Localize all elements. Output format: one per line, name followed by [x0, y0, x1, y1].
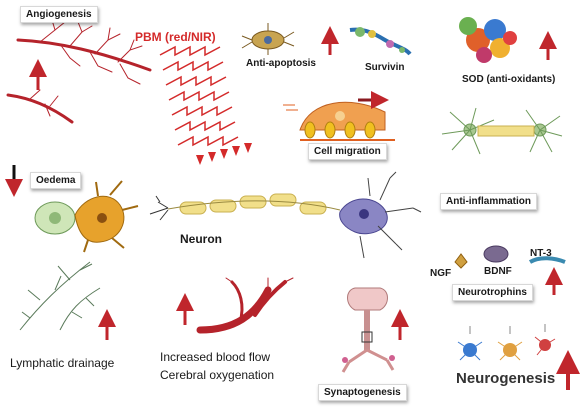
- synaptogenesis-label: Synaptogenesis: [318, 384, 407, 401]
- neuron-illustration: [149, 171, 422, 259]
- ngf-molecule-illustration: [454, 253, 468, 269]
- survivin-protein-illustration: [349, 27, 412, 56]
- bdnf-molecule-illustration: [483, 245, 509, 263]
- angiogenesis-label: Angiogenesis: [20, 6, 98, 23]
- neurogenesis-label: Neurogenesis: [456, 370, 556, 387]
- cell-migration-illustration: [283, 101, 395, 141]
- sod-label: SOD (anti-oxidants): [462, 74, 556, 85]
- anti-inflammation-label: Anti-inflammation: [440, 193, 537, 210]
- lymphatic-vessels-illustration: [19, 261, 101, 331]
- cell-migration-label: Cell migration: [308, 143, 387, 160]
- anti-inflammation-microglia-illustration: [441, 107, 563, 155]
- anti-apoptosis-cell-illustration: [241, 23, 295, 55]
- oedema-cells-illustration: [34, 180, 139, 253]
- pbm-beam-arrowheads: [196, 143, 252, 165]
- ngf-label: NGF: [430, 268, 452, 279]
- neurogenesis-cells-illustration: [457, 324, 556, 361]
- synaptogenesis-illustration: [341, 287, 395, 373]
- lymphatic-drainage-label: Lymphatic drainage: [10, 356, 115, 370]
- nt3-molecule-illustration: [528, 256, 566, 264]
- pbm-light-beam-illustration: [159, 45, 239, 147]
- neurotrophins-label: Neurotrophins: [452, 284, 533, 301]
- oxygenation-label: Cerebral oxygenation: [160, 368, 275, 382]
- blood-flow-vessel-illustration: [196, 277, 294, 334]
- bdnf-label: BDNF: [484, 266, 512, 277]
- blood-flow-label: Increased blood flow: [160, 350, 271, 364]
- angiogenesis-vessels-illustration: [6, 19, 152, 124]
- sod-molecule-illustration: [459, 17, 517, 63]
- neuron-label: Neuron: [180, 232, 222, 246]
- survivin-label: Survivin: [365, 62, 405, 73]
- oedema-label: Oedema: [30, 172, 82, 189]
- anti-apoptosis-label: Anti-apoptosis: [246, 58, 316, 69]
- nt3-label: NT-3: [530, 248, 552, 259]
- pbm-label: PBM (red/NIR): [135, 30, 216, 44]
